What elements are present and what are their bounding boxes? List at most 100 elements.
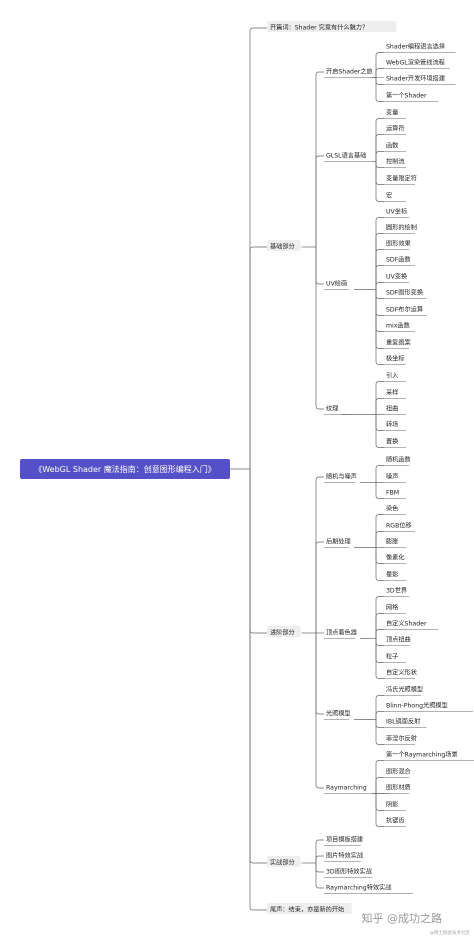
group-2-2[interactable]: 顶点着色器 — [324, 629, 358, 639]
group-1-2[interactable]: UV绘画 — [324, 280, 350, 290]
edge-item-1-2-1 — [375, 233, 384, 290]
item-1-3-4[interactable]: 置换 — [384, 438, 406, 448]
item-2-3-0-label: 冯氏光照模型 — [386, 686, 423, 694]
item-1-3-2[interactable]: 扭曲 — [384, 405, 406, 415]
item-1-1-0-label: 变量 — [386, 109, 398, 117]
group-2-1[interactable]: 后期处理 — [324, 538, 351, 548]
item-2-2-2[interactable]: 自定义Shader — [384, 620, 439, 630]
item-2-2-0[interactable]: 3D世界 — [384, 587, 410, 597]
item-2-4-0[interactable]: 第一个Raymarching场景 — [384, 751, 474, 761]
item-1-2-3[interactable]: SDF函数 — [384, 256, 415, 266]
item-2-0-0[interactable]: 随机函数 — [384, 456, 412, 466]
edge-group-3-2 — [315, 863, 324, 873]
item-1-2-2[interactable]: 图形效果 — [384, 240, 411, 250]
item-1-1-2[interactable]: 函数 — [384, 142, 406, 152]
item-2-1-4[interactable]: 晕影 — [384, 571, 406, 581]
root-node[interactable]: 《WebGL Shader 魔法指南：创意图形编程入门》 — [20, 459, 230, 479]
group-3-3-label: Raymarching特效实战 — [326, 884, 392, 892]
group-1-1[interactable]: GLSL语言基础 — [324, 152, 373, 162]
item-1-0-0[interactable]: Shader编程语言选择 — [384, 43, 456, 53]
item-2-4-4-label: 抗锯齿 — [386, 817, 405, 825]
item-1-0-1[interactable]: WebGL渲染管线流程 — [384, 59, 450, 69]
item-1-2-1[interactable]: 圆形的绘制 — [384, 224, 417, 234]
item-2-0-1[interactable]: 噪声 — [384, 473, 406, 483]
item-2-3-2[interactable]: IBL镜面反射 — [384, 718, 427, 728]
group-2-0[interactable]: 随机与噪声 — [324, 473, 357, 483]
group-2-4[interactable]: Raymarching — [324, 785, 390, 794]
item-2-1-2-label: 膨胀 — [386, 538, 398, 546]
item-2-3-0[interactable]: 冯氏光照模型 — [384, 686, 423, 696]
item-2-2-3[interactable]: 顶点扭曲 — [384, 636, 411, 646]
item-1-1-1[interactable]: 运算符 — [384, 125, 406, 135]
edge-item-2-2-3 — [375, 638, 384, 646]
section-1-bg — [267, 240, 301, 251]
edge-item-1-3-4 — [375, 414, 384, 448]
item-1-2-8[interactable]: 重复图案 — [384, 339, 412, 349]
edge-section-0 — [249, 27, 267, 469]
section-0[interactable]: 开篇词：Shader 究竟有什么魅力？ — [267, 21, 397, 32]
group-3-0[interactable]: 项目模板搭建 — [324, 836, 363, 846]
item-1-2-0[interactable]: UV坐标 — [384, 208, 410, 218]
group-1-3[interactable]: 纹理 — [324, 405, 346, 415]
edge-item-2-2-2 — [375, 629, 384, 639]
edge-item-1-1-4 — [375, 161, 384, 185]
item-2-2-4[interactable]: 粒子 — [384, 653, 406, 663]
item-1-3-1[interactable]: 采样 — [384, 389, 406, 399]
item-1-2-6[interactable]: SDF布尔运算 — [384, 306, 427, 316]
section-1[interactable]: 基础部分 — [267, 240, 301, 251]
edge-item-1-3-3 — [375, 414, 384, 431]
item-1-2-8-label: 重复图案 — [386, 339, 412, 347]
item-1-2-9-label: 极坐标 — [386, 355, 405, 363]
item-2-3-3[interactable]: 菲涅尔反射 — [384, 735, 417, 745]
item-1-1-4-label: 变量限定符 — [386, 175, 417, 183]
item-1-1-0[interactable]: 变量 — [384, 109, 406, 119]
edge-item-2-2-5 — [375, 638, 384, 679]
item-2-2-5[interactable]: 自定义形状 — [384, 669, 418, 679]
item-2-1-0[interactable]: 染色 — [384, 505, 406, 515]
section-2-label: 进阶部分 — [270, 629, 295, 637]
item-1-2-7[interactable]: mix函数 — [384, 322, 415, 332]
edge-group-1-0 — [315, 71, 324, 247]
item-2-2-1[interactable]: 网格 — [384, 604, 406, 614]
edge-item-2-3-1 — [375, 711, 384, 720]
item-2-0-2[interactable]: FBM — [384, 490, 406, 499]
item-1-0-0-label: Shader编程语言选择 — [386, 43, 446, 51]
group-3-3[interactable]: Raymarching特效实战 — [324, 884, 413, 894]
item-1-3-1-label: 采样 — [386, 389, 398, 397]
edge-item-1-3-0 — [375, 381, 384, 415]
item-1-1-3[interactable]: 控制流 — [384, 158, 406, 168]
section-4[interactable]: 尾声：结束，亦是新的开始 — [267, 903, 352, 914]
item-2-4-4[interactable]: 抗锯齿 — [384, 817, 406, 827]
edge-item-1-1-1 — [375, 134, 384, 162]
section-3[interactable]: 实战部分 — [267, 856, 301, 867]
edge-group-2-4 — [315, 633, 324, 789]
item-2-4-2[interactable]: 图形材质 — [384, 784, 411, 794]
item-1-3-3[interactable]: 转场 — [384, 421, 406, 431]
item-2-1-1[interactable]: RGB位移 — [384, 522, 415, 532]
item-2-3-1[interactable]: Blinn-Phong光照模型 — [384, 702, 473, 712]
group-1-0[interactable]: 开启Shader之旅 — [324, 68, 384, 78]
item-1-0-3[interactable]: 第一个Shader — [384, 92, 439, 102]
item-2-4-1[interactable]: 图形混合 — [384, 768, 411, 778]
section-2[interactable]: 进阶部分 — [267, 626, 301, 637]
item-2-1-3[interactable]: 像素化 — [384, 554, 406, 564]
item-1-0-2[interactable]: Shader开发环境搭建 — [384, 75, 456, 85]
group-3-1[interactable]: 图片特效实战 — [324, 852, 364, 862]
item-2-4-3[interactable]: 阴影 — [384, 801, 406, 811]
edge-group-3-3 — [315, 863, 324, 889]
group-2-3[interactable]: 光照模型 — [324, 710, 351, 720]
item-1-2-4[interactable]: UV变换 — [384, 273, 410, 283]
edge-group-1-3 — [315, 247, 324, 410]
edge-group-2-3 — [315, 633, 324, 715]
item-1-1-5[interactable]: 宏 — [384, 192, 406, 202]
group-3-2[interactable]: 3D图形特效实战 — [324, 868, 373, 878]
item-1-1-4[interactable]: 变量限定符 — [384, 175, 417, 185]
item-2-0-0-label: 随机函数 — [386, 456, 412, 464]
group-1-2-label: UV绘画 — [326, 280, 347, 288]
item-1-2-9[interactable]: 极坐标 — [384, 355, 406, 365]
item-2-1-2[interactable]: 膨胀 — [384, 538, 406, 548]
item-1-3-0[interactable]: 引入 — [384, 372, 406, 382]
edge-item-1-2-3 — [375, 265, 384, 290]
item-1-2-5[interactable]: SDF图形变换 — [384, 289, 427, 299]
